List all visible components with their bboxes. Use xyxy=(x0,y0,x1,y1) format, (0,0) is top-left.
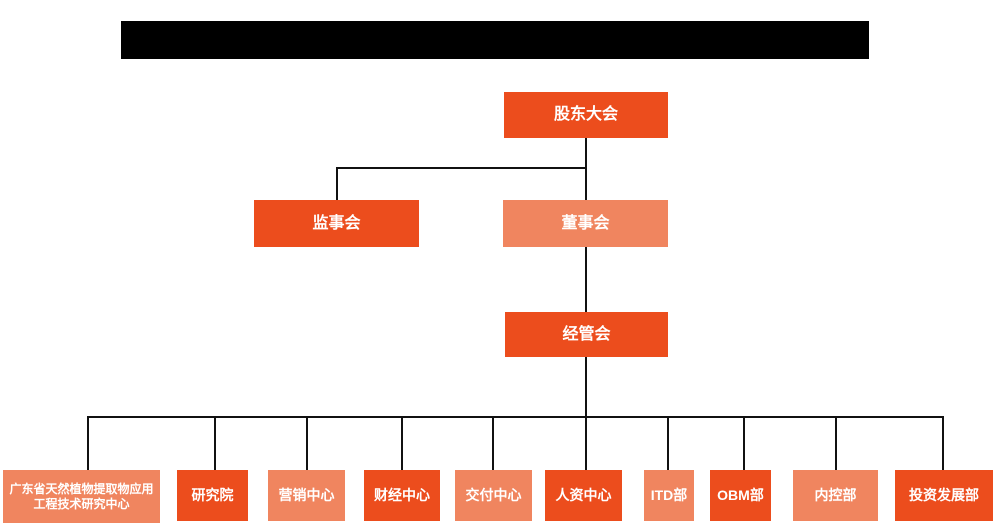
redacted-title-bar xyxy=(121,21,869,59)
org-node-shareholders-meeting: 股东大会 xyxy=(504,92,668,138)
org-node-investment-development-department: 投资发展部 xyxy=(895,470,993,521)
org-node-finance-center: 财经中心 xyxy=(364,470,440,521)
org-node-itd-department: ITD部 xyxy=(644,470,694,521)
connector-drop-hr xyxy=(585,416,587,470)
org-node-obm-department: OBM部 xyxy=(710,470,771,521)
connector-level2-rail xyxy=(336,167,587,169)
org-node-internal-control-department: 内控部 xyxy=(793,470,878,521)
connector-drop-investment xyxy=(942,416,944,470)
connector-drop-internal-control xyxy=(835,416,837,470)
connector-board-drop xyxy=(585,167,587,200)
org-node-research-institute: 研究院 xyxy=(177,470,248,521)
org-node-hr-center: 人资中心 xyxy=(545,470,622,521)
connector-drop-obm xyxy=(743,416,745,470)
connector-board-management xyxy=(585,247,587,312)
connector-drop-itd xyxy=(667,416,669,470)
org-node-delivery-center: 交付中心 xyxy=(455,470,532,521)
connector-drop-finance xyxy=(401,416,403,470)
org-node-supervisory-board: 监事会 xyxy=(254,200,419,247)
org-node-marketing-center: 营销中心 xyxy=(268,470,345,521)
connector-shareholders-down xyxy=(585,138,587,169)
connector-drop-marketing xyxy=(306,416,308,470)
org-node-management-committee: 经管会 xyxy=(505,312,668,357)
connector-drop-research-institute xyxy=(214,416,216,470)
org-node-guangdong-research-center: 广东省天然植物提取物应用工程技术研究中心 xyxy=(3,470,160,523)
connector-department-rail xyxy=(87,416,944,418)
org-node-board-of-directors: 董事会 xyxy=(503,200,668,247)
connector-drop-research-center xyxy=(87,416,89,470)
connector-management-down xyxy=(585,357,587,417)
connector-drop-delivery xyxy=(492,416,494,470)
connector-supervisory-drop xyxy=(336,167,338,200)
